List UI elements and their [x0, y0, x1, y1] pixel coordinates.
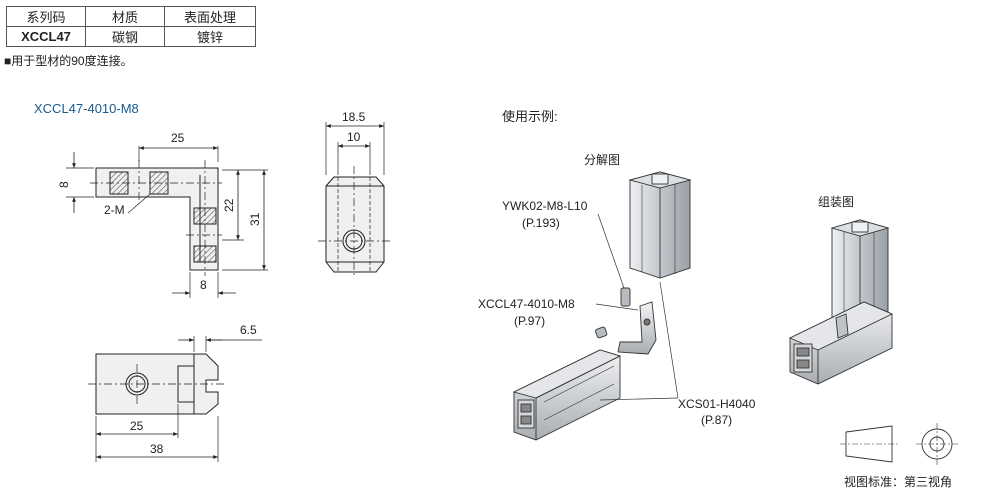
- cell-surface: 镀锌: [164, 26, 256, 47]
- assembled-view: [788, 219, 894, 385]
- part-page-bracket: (P.97): [514, 314, 545, 328]
- cell-series-code: XCCL47: [6, 26, 86, 47]
- dim-outer-height: 31: [248, 212, 262, 226]
- exploded-view-label: 分解图: [584, 153, 620, 167]
- dim-bottom-width: 8: [200, 278, 207, 292]
- cell-material: 碳钢: [85, 26, 165, 47]
- dim-top-width: 25: [171, 131, 185, 145]
- spec-table-row: XCCL47 碳钢 镀锌: [6, 26, 256, 47]
- projection-note: 视图标准：第三视角: [844, 474, 952, 489]
- part-code-profile: XCS01-H4040: [678, 397, 756, 411]
- part-page-profile: (P.87): [701, 413, 732, 427]
- projection-symbol: [840, 423, 958, 465]
- side-view: [318, 122, 392, 278]
- dim-side-inner: 10: [347, 130, 361, 144]
- usage-example-title: 使用示例:: [502, 109, 558, 124]
- spec-table-header-row: 系列码 材质 表面处理: [6, 6, 256, 27]
- exploded-view: [512, 171, 692, 441]
- usage-note: ■用于型材的90度连接。: [4, 54, 133, 68]
- dim-plan-inner: 25: [130, 419, 144, 433]
- dim-thread: 2-M: [104, 203, 125, 217]
- part-page-screw: (P.193): [522, 216, 560, 230]
- dim-plan-offset: 6.5: [240, 323, 257, 337]
- plan-view: [88, 336, 262, 462]
- dim-left-height: 8: [57, 181, 71, 188]
- part-code-bracket: XCCL47-4010-M8: [478, 297, 575, 311]
- front-view: [66, 146, 268, 298]
- header-material: 材质: [85, 6, 165, 27]
- header-series-code: 系列码: [6, 6, 86, 27]
- exploded-leaders: [595, 213, 679, 401]
- dim-side-width: 18.5: [342, 110, 366, 124]
- assembled-view-label: 组装图: [818, 195, 854, 209]
- model-label: XCCL47-4010-M8: [34, 101, 139, 116]
- spec-table: 系列码 材质 表面处理 XCCL47 碳钢 镀锌: [6, 6, 256, 47]
- dim-plan-total: 38: [150, 442, 164, 456]
- header-surface: 表面处理: [164, 6, 256, 27]
- part-code-screw: YWK02-M8-L10: [502, 199, 588, 213]
- dim-inner-height: 22: [222, 198, 236, 212]
